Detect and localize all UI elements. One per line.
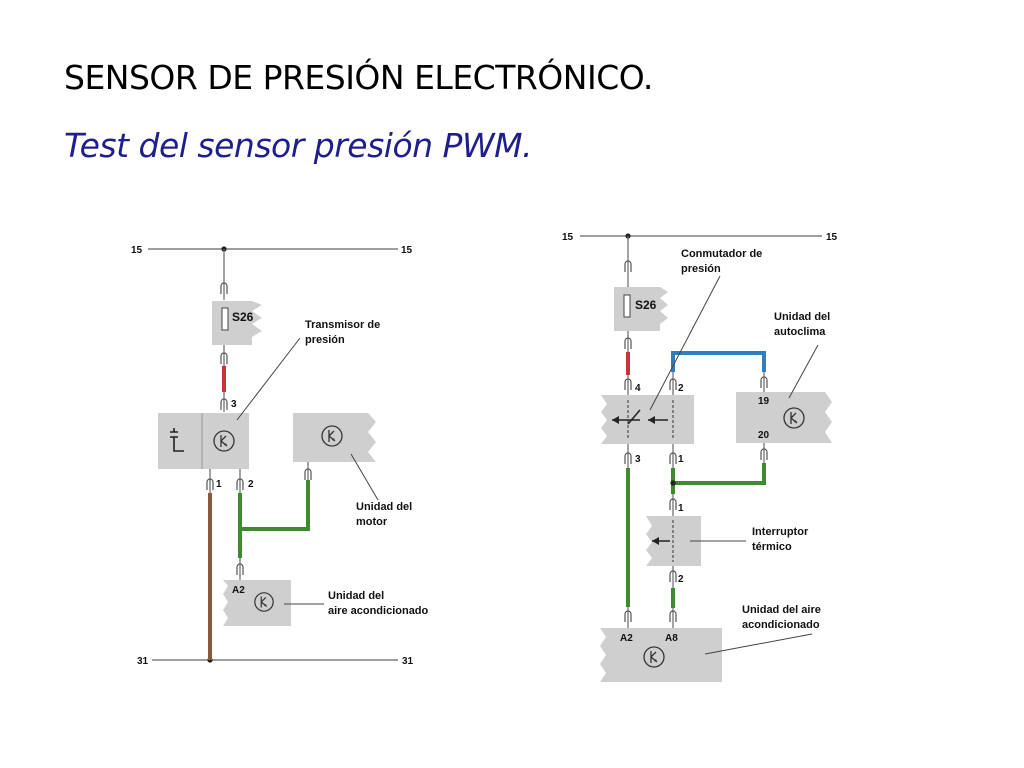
right-green-wire-thermal	[671, 463, 766, 494]
left-fuse-label: S26	[232, 310, 254, 324]
left-rail-31-right-label: 31	[402, 656, 414, 667]
right-switch-pin-4: 4	[635, 383, 641, 394]
left-ac-pin-a2: A2	[232, 585, 245, 596]
right-switch-pin-1: 1	[678, 454, 684, 465]
slide-title: SENSOR DE PRESIÓN ELECTRÓNICO.	[64, 58, 653, 97]
right-switch-pin-3: 3	[635, 454, 641, 465]
right-thermal-label-2: térmico	[752, 541, 792, 553]
right-thermal-label-1: Interruptor	[752, 526, 809, 538]
right-autoclima-pin-20: 20	[758, 430, 770, 441]
left-engine-label-1: Unidad del	[356, 501, 412, 513]
right-fuse-label: S26	[635, 298, 657, 312]
right-fuse-s26: S26	[614, 287, 668, 331]
right-autoclima-unit: 19 20	[736, 392, 832, 443]
right-autoclima-label-2: autoclima	[774, 326, 826, 338]
left-wiring-diagram: 15 15 31 31 S26 3 Transmisor de p	[131, 245, 429, 667]
left-transmitter-label-2: presión	[305, 334, 345, 346]
left-engine-label-2: motor	[356, 516, 388, 528]
right-rail-15-right-label: 15	[826, 232, 838, 243]
right-thermal-pin-1: 1	[678, 503, 684, 514]
left-transmitter-pin-2: 2	[248, 479, 254, 490]
left-transmitter-pin-3: 3	[231, 399, 237, 410]
right-ac-pin-a8: A8	[665, 633, 678, 644]
right-ac-pin-a2: A2	[620, 633, 633, 644]
right-autoclima-pin-19: 19	[758, 396, 770, 407]
slide-subtitle: Test del sensor presión PWM.	[64, 126, 533, 165]
left-ac-label-2: aire acondicionado	[328, 605, 429, 617]
left-green-wire	[238, 480, 310, 558]
right-ac-label-1: Unidad del aire	[742, 604, 821, 616]
right-thermal-pin-2: 2	[678, 574, 684, 585]
right-thermal-switch	[646, 516, 701, 566]
left-engine-unit	[293, 413, 376, 462]
right-autoclima-label-1: Unidad del	[774, 311, 830, 323]
right-ac-label-2: acondicionado	[742, 619, 820, 631]
right-pressure-switch	[601, 395, 694, 444]
right-switch-label-2: presión	[681, 263, 721, 275]
left-ac-label-1: Unidad del	[328, 590, 384, 602]
left-fuse-s26: S26	[212, 301, 262, 345]
right-switch-pin-2: 2	[678, 383, 684, 394]
left-transmitter-label-1: Transmisor de	[305, 319, 380, 331]
left-rail-31-left-label: 31	[137, 656, 149, 667]
left-rail-15-left-label: 15	[131, 245, 143, 256]
left-ac-unit: A2	[223, 580, 291, 626]
right-blue-wire	[671, 351, 766, 372]
right-wiring-diagram: 15 15 S26 4 2	[562, 232, 838, 682]
left-pressure-transmitter	[158, 413, 249, 469]
left-transmitter-pin-1: 1	[216, 479, 222, 490]
right-ac-unit: A2 A8	[600, 628, 722, 682]
left-rail-15-right-label: 15	[401, 245, 413, 256]
right-rail-15-left-label: 15	[562, 232, 574, 243]
right-switch-label-1: Conmutador de	[681, 248, 762, 260]
